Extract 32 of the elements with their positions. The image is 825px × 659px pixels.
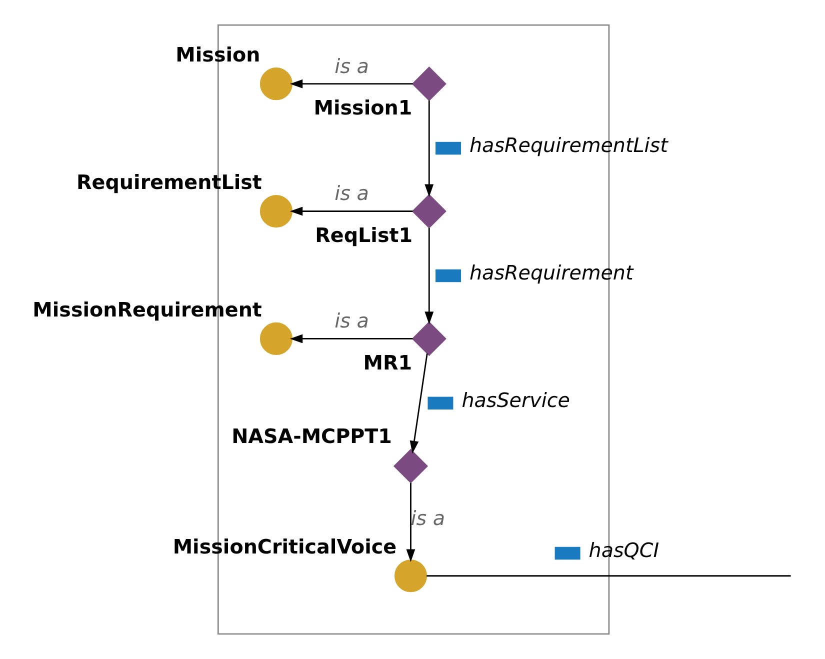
node-circle [260, 194, 292, 228]
arrow [410, 353, 428, 454]
node-label: ReqList1 [315, 224, 412, 247]
node-label: NASA-MCPPT1 [232, 425, 392, 448]
arrow [290, 206, 413, 216]
arrow [424, 228, 434, 324]
node-label: MR1 [363, 351, 412, 374]
node-label: MissionCriticalVoice [172, 536, 397, 559]
arrow [290, 79, 413, 88]
edge-label: is a [334, 54, 369, 78]
edge-label: is a [334, 182, 369, 206]
node-diamond [393, 448, 428, 484]
node-label: Mission [176, 43, 260, 66]
node-label: RequirementList [76, 170, 262, 194]
node-circle [394, 560, 428, 592]
arrow [424, 100, 434, 197]
node-diamond [412, 66, 446, 102]
arrow [290, 334, 413, 344]
node-label: MissionRequirement [32, 298, 262, 322]
edge-label: is a [410, 507, 445, 530]
connector [426, 575, 791, 577]
edge-label: hasService [462, 388, 570, 412]
node-circle [260, 68, 292, 100]
node-diamond [412, 321, 446, 356]
edge-label: hasRequirementList [469, 134, 668, 158]
edge-label: hasRequirement [469, 262, 634, 285]
node-diamond [412, 194, 446, 229]
edge-label: hasQCI [588, 539, 660, 562]
edge-label: is a [334, 310, 369, 333]
arrow [406, 482, 416, 562]
node-label: Mission1 [314, 96, 412, 120]
node-circle [260, 322, 292, 355]
